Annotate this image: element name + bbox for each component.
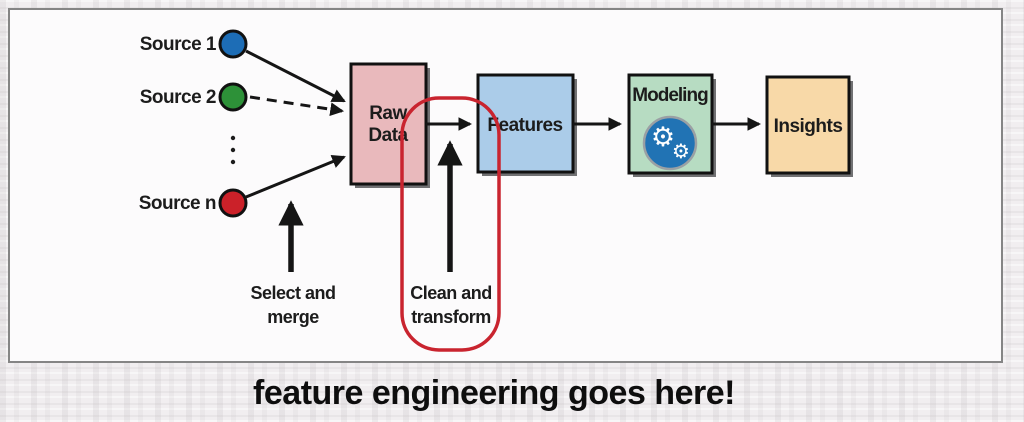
select-merge-label-line1: Select and: [250, 283, 335, 303]
source-1-label: Source 1: [140, 34, 217, 55]
source-1-circle-icon: [218, 29, 248, 59]
source-2-circle-icon: [218, 82, 248, 112]
modeling-label: Modeling: [632, 85, 708, 106]
gears-badge-ring: [642, 115, 698, 171]
source-n-label: Source n: [139, 193, 216, 214]
raw-data-label-line1: Raw: [369, 103, 407, 124]
diagram-panel: Source 1 Source 2 Source n Raw Data Feat…: [8, 8, 1003, 363]
gear-large-icon: ⚙: [651, 122, 675, 153]
insights-label: Insights: [774, 116, 843, 137]
vertical-ellipsis-icon: [230, 135, 236, 165]
gears-badge-circle: [644, 117, 696, 169]
caption-container: feature engineering goes here!: [0, 374, 1006, 413]
clean-transform-label-line2: transform: [411, 307, 491, 327]
raw-data-label-line2: Data: [368, 125, 408, 146]
source-2-label: Source 2: [140, 87, 216, 108]
pipeline-flowchart: Source 1 Source 2 Source n Raw Data Feat…: [139, 29, 853, 352]
source-n-circle-icon: [218, 188, 248, 218]
features-box: [476, 73, 575, 174]
insights-box: [765, 75, 851, 175]
features-label: Features: [487, 115, 562, 136]
caption-text: feature engineering goes here!: [253, 374, 735, 412]
gear-small-icon: ⚙: [672, 139, 690, 163]
select-merge-label-line2: merge: [267, 307, 319, 327]
feature-engineering-highlight-outline: [400, 96, 501, 352]
clean-transform-label-line1: Clean and: [410, 283, 492, 303]
source2-to-rawdata-dashed-arrow: [249, 95, 345, 117]
sourcen-to-rawdata-arrow: [245, 155, 346, 199]
raw-data-box: [349, 62, 428, 186]
source1-to-rawdata-arrow: [245, 49, 346, 103]
